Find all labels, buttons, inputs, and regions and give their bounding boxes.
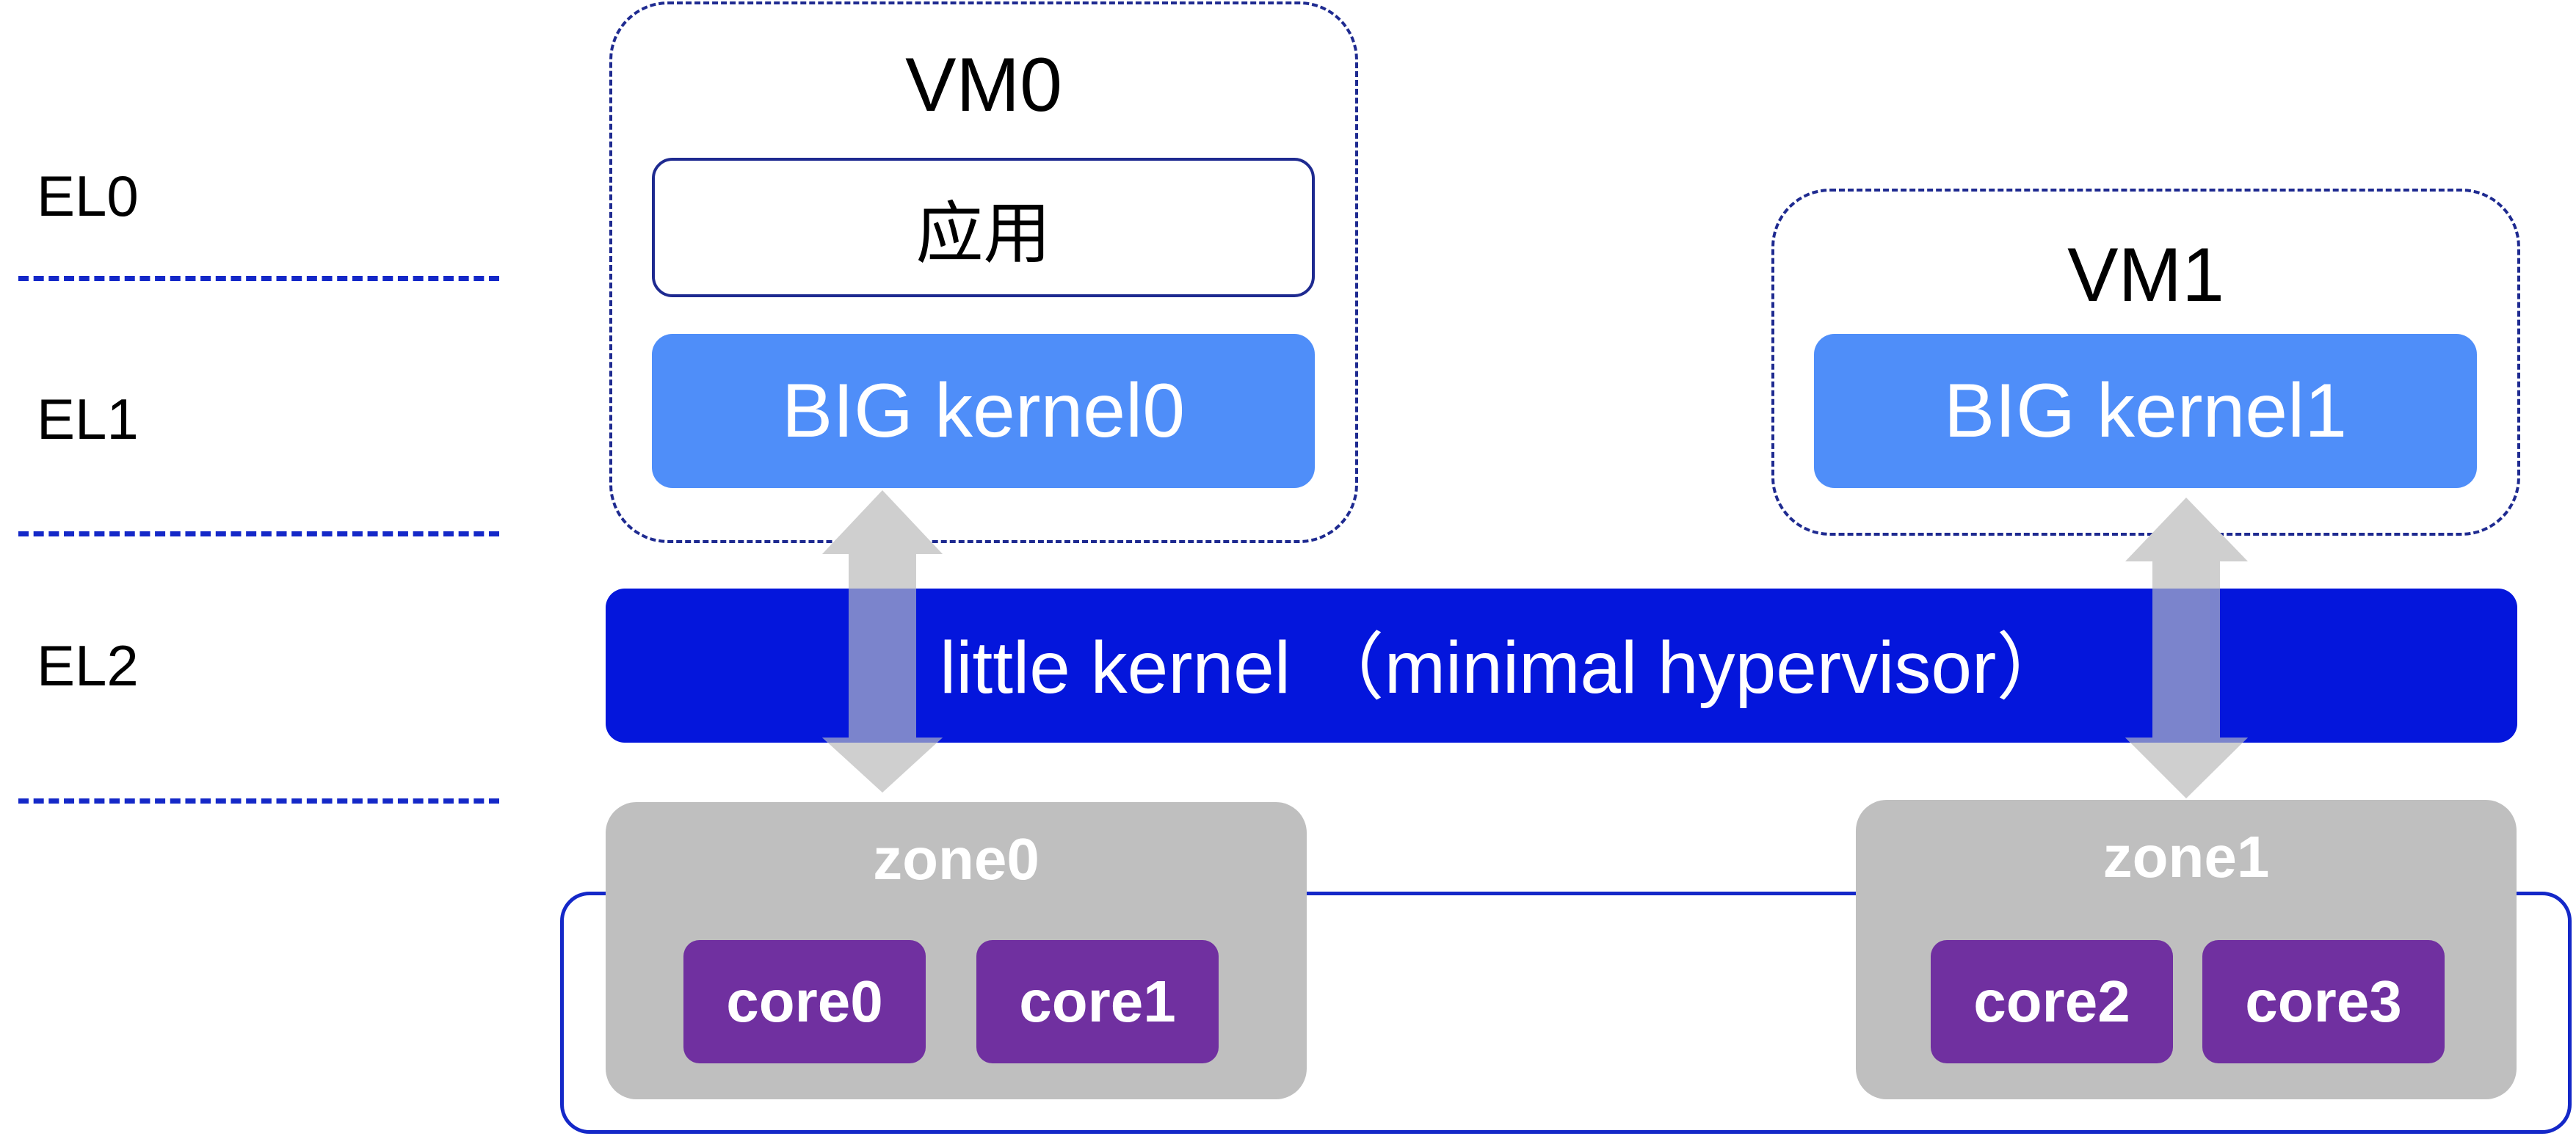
level-label-el1: EL1 — [37, 387, 139, 451]
zone0-box: zone0 core0 core1 — [606, 802, 1307, 1099]
core1-box: core1 — [976, 940, 1219, 1063]
core0-box: core0 — [683, 940, 926, 1063]
cpu-frame — [560, 892, 2572, 1134]
zone1-box: zone1 core2 core3 — [1856, 800, 2517, 1099]
zone1-label: zone1 — [2102, 824, 2270, 889]
vm0-frame: VM0 — [609, 1, 1358, 543]
separator-el2-hardware — [18, 798, 499, 804]
separator-el0-el1 — [18, 276, 499, 281]
little-kernel-label: little kernel （minimal hypervisor） — [940, 627, 2070, 709]
separator-el1-el2 — [18, 531, 499, 536]
vm1-title: VM1 — [2067, 233, 2224, 318]
level-label-el2: EL2 — [37, 633, 139, 698]
core3-box: core3 — [2202, 940, 2445, 1063]
zone0-label: zone0 — [873, 826, 1040, 892]
core2-box: core2 — [1931, 940, 2173, 1063]
vm0-app-box: 应用 — [652, 158, 1315, 297]
level-label-el0: EL0 — [37, 164, 139, 228]
vm0-title: VM0 — [905, 43, 1062, 128]
vm1-big-kernel-box: BIG kernel1 — [1814, 334, 2477, 488]
vm0-big-kernel-box: BIG kernel0 — [652, 334, 1315, 488]
